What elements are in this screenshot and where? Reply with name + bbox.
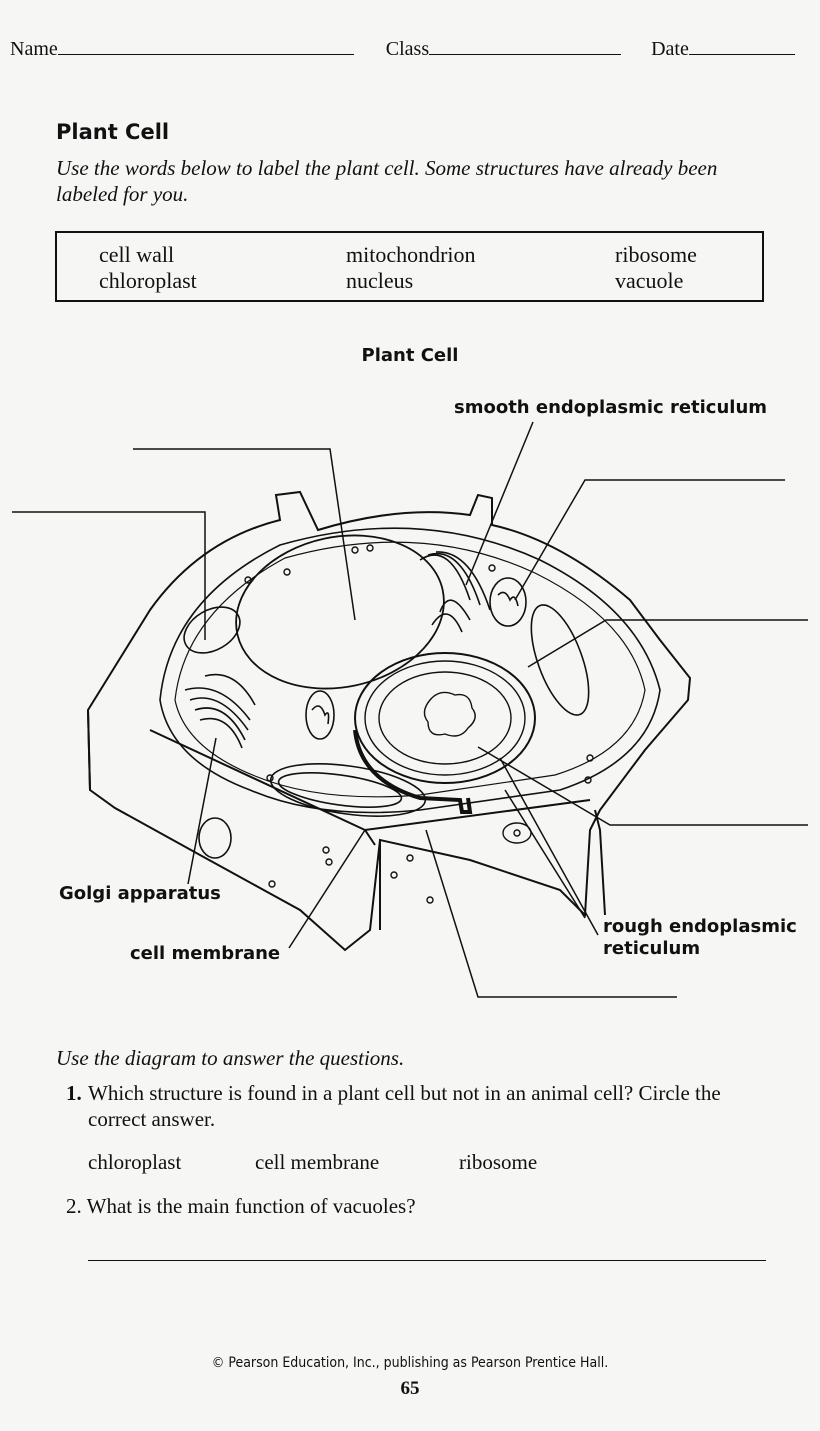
word-mitochondrion: mitochondrion	[346, 242, 476, 267]
word-bank: cell wall mitochondrion ribosome chlorop…	[55, 231, 764, 302]
chloroplast-shapes	[183, 604, 590, 859]
cell-membrane-shape	[159, 527, 661, 814]
blank-line-nucleus	[477, 746, 808, 826]
label-smooth-er: smooth endoplasmic reticulum	[454, 397, 768, 418]
section-title: Plant Cell	[56, 120, 170, 144]
blank-line-ribosome	[527, 619, 808, 668]
label-rough-er-line1: rough endoplasmic	[603, 916, 797, 937]
label-rough-er-line2: reticulum	[603, 938, 701, 959]
option-cell-membrane[interactable]: cell membrane	[255, 1150, 380, 1174]
option-ribosome[interactable]: ribosome	[459, 1150, 538, 1174]
word-chloroplast: chloroplast	[99, 268, 197, 293]
class-blank[interactable]	[429, 36, 622, 55]
word-ribosome: ribosome	[615, 242, 697, 267]
questions-intro: Use the diagram to answer the questions.	[56, 1046, 405, 1070]
instructions: Use the words below to label the plant c…	[56, 156, 718, 206]
blank-line-mitochondrion	[514, 479, 785, 601]
question-1-text: Which structure is found in a plant cell…	[88, 1081, 721, 1131]
worksheet-header: Name Class Date	[10, 36, 810, 61]
class-label: Class	[385, 38, 430, 60]
smooth-er-shape	[419, 551, 491, 633]
cell-wall-shape	[86, 490, 692, 952]
option-chloroplast[interactable]: chloroplast	[88, 1150, 182, 1174]
label-leader-lines	[12, 421, 808, 998]
nucleolus-shape	[423, 691, 476, 737]
name-label: Name	[10, 38, 58, 60]
word-vacuole: vacuole	[615, 268, 684, 293]
date-blank[interactable]	[688, 36, 795, 55]
word-nucleus: nucleus	[346, 268, 414, 293]
ribosome-dots	[244, 544, 594, 904]
name-blank[interactable]	[57, 36, 354, 55]
question-1: 1. Which structure is found in a plant c…	[66, 1080, 746, 1132]
date-label: Date	[651, 38, 689, 60]
label-golgi: Golgi apparatus	[59, 883, 221, 904]
nucleus-outer	[354, 652, 536, 784]
copyright-footer: © Pearson Education, Inc., publishing as…	[211, 1355, 609, 1371]
label-cell-membrane: cell membrane	[130, 943, 281, 964]
diagram-title: Plant Cell	[361, 345, 459, 366]
word-cell-wall: cell wall	[99, 242, 175, 267]
mitochondria-shapes	[305, 577, 527, 740]
blank-line-cell-wall	[425, 829, 677, 998]
question-2-answer-line[interactable]	[88, 1260, 766, 1261]
blank-line-chloroplast	[12, 511, 206, 640]
vacuole-shape	[235, 534, 445, 690]
page-number: 65	[400, 1378, 420, 1399]
question-2: 2. What is the main function of vacuoles…	[66, 1194, 416, 1218]
golgi-shape	[184, 673, 256, 749]
blank-line-vacuole	[133, 448, 356, 621]
question-1-number: 1.	[66, 1081, 82, 1105]
